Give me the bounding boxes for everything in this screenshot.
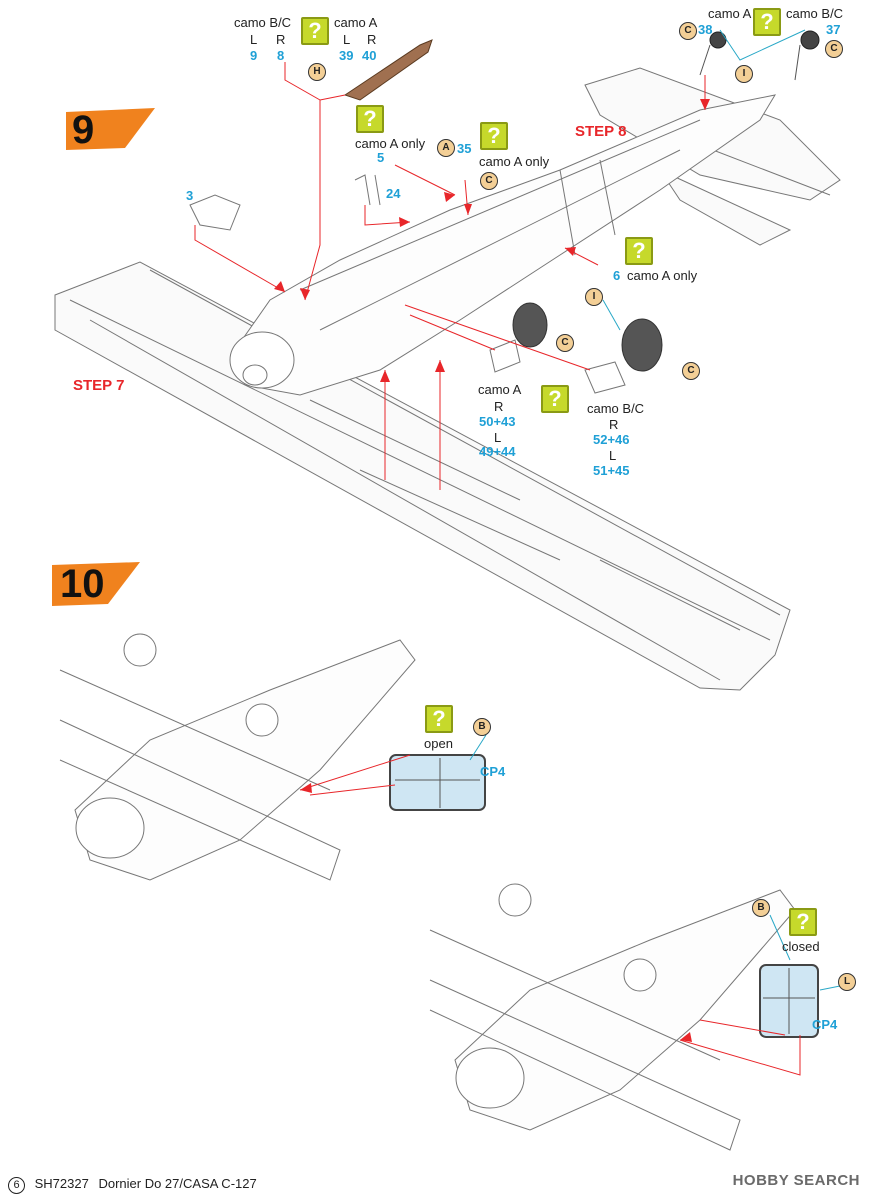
label-r2: R xyxy=(367,32,377,47)
guide-part24 xyxy=(364,205,411,226)
label-r: R xyxy=(276,32,286,47)
question-icon: ? xyxy=(356,105,384,133)
wheel-camo-a xyxy=(512,302,548,348)
part-51-45: 51+45 xyxy=(593,463,630,478)
paint-point-c: C xyxy=(556,334,574,352)
paint-point-b: B xyxy=(473,718,491,736)
label-closed: closed xyxy=(782,939,820,954)
label-camo-a-only: camo A only xyxy=(355,136,426,151)
tailwheel-camo-bc xyxy=(800,30,820,50)
part-35: 35 xyxy=(457,141,472,156)
step10-view2-fuselage xyxy=(454,889,796,1131)
wheel-camo-bc xyxy=(621,318,663,372)
guide-part5 xyxy=(394,164,456,196)
part-50-43: 50+43 xyxy=(479,414,516,429)
guide-gear-bc xyxy=(384,304,591,490)
label-gear-r2: R xyxy=(609,417,619,432)
paint-point-c: C xyxy=(679,22,697,40)
exhaust-pipe xyxy=(343,39,433,101)
question-icon: ? xyxy=(789,908,817,936)
tailwheel-camo-a xyxy=(709,31,727,49)
part-5: 5 xyxy=(377,150,385,165)
label-gear-l: L xyxy=(494,430,502,445)
part-6: 6 xyxy=(613,268,621,283)
label-open: open xyxy=(424,736,453,751)
question-icon: ? xyxy=(425,705,453,733)
step7-label: STEP 7 xyxy=(73,377,125,394)
page-number: 6 xyxy=(8,1177,25,1194)
part-52-46: 52+46 xyxy=(593,432,630,447)
part-cp4-open: CP4 xyxy=(480,764,506,779)
hobby-search-logo: HOBBY SEARCH xyxy=(732,1172,860,1189)
kit-code: SH72327 xyxy=(34,1176,89,1191)
part-9: 9 xyxy=(250,48,258,63)
part-37: 37 xyxy=(826,22,841,37)
step9-number: 9 xyxy=(72,108,95,152)
guide-part3 xyxy=(194,225,286,293)
door-open-part xyxy=(389,754,486,811)
question-icon: ? xyxy=(301,17,329,45)
part-24-bracket xyxy=(354,174,381,206)
label-camo-a-tail: camo A xyxy=(708,6,752,21)
part-3: 3 xyxy=(186,188,194,203)
part-3-panel xyxy=(189,194,241,231)
guide-door-open xyxy=(299,754,411,796)
label-gear-camo-bc: camo B/C xyxy=(587,401,645,416)
page-footer: 6 SH72327 Dornier Do 27/CASA C-127 xyxy=(8,1176,257,1194)
label-l: L xyxy=(250,32,258,47)
part-49-44: 49+44 xyxy=(479,444,516,459)
guide-exhaust xyxy=(284,62,321,301)
paint-point-l: L xyxy=(838,973,856,991)
paint-point-i: I xyxy=(735,65,753,83)
paint-point-b: B xyxy=(752,899,770,917)
engine-cowling xyxy=(229,331,295,389)
part-39: 39 xyxy=(339,48,354,63)
part-cp4-closed: CP4 xyxy=(812,1017,838,1032)
label-gear-l2: L xyxy=(609,448,617,463)
step10-number: 10 xyxy=(60,562,105,606)
paint-point-a: A xyxy=(437,139,455,157)
step10-flag xyxy=(52,562,140,606)
part-24: 24 xyxy=(386,186,401,201)
label-camo-a-only-2: camo A only xyxy=(479,154,550,169)
question-icon: ? xyxy=(625,237,653,265)
label-gear-camo-a: camo A xyxy=(478,382,522,397)
paint-point-h: H xyxy=(308,63,326,81)
guide-door-closed xyxy=(679,1019,801,1076)
part-38: 38 xyxy=(698,22,713,37)
label-camo-a: camo A xyxy=(334,15,378,30)
guide-gear-a xyxy=(409,314,496,351)
step8-label: STEP 8 xyxy=(575,123,627,140)
label-camo-a-only-3: camo A only xyxy=(627,268,698,283)
step10-view1-fuselage xyxy=(74,639,416,881)
label-camo-bc-tail: camo B/C xyxy=(786,6,844,21)
question-icon: ? xyxy=(480,122,508,150)
paint-point-c: C xyxy=(682,362,700,380)
label-l2: L xyxy=(343,32,351,47)
paint-point-c: C xyxy=(825,40,843,58)
question-icon: ? xyxy=(753,8,781,36)
step9-flag xyxy=(66,108,155,150)
part-8: 8 xyxy=(277,48,285,63)
label-gear-r: R xyxy=(494,399,504,414)
paint-point-c: C xyxy=(480,172,498,190)
question-icon: ? xyxy=(541,385,569,413)
kit-title: Dornier Do 27/CASA C-127 xyxy=(98,1176,257,1191)
paint-point-i: I xyxy=(585,288,603,306)
label-camo-bc: camo B/C xyxy=(234,15,292,30)
part-40: 40 xyxy=(362,48,377,63)
